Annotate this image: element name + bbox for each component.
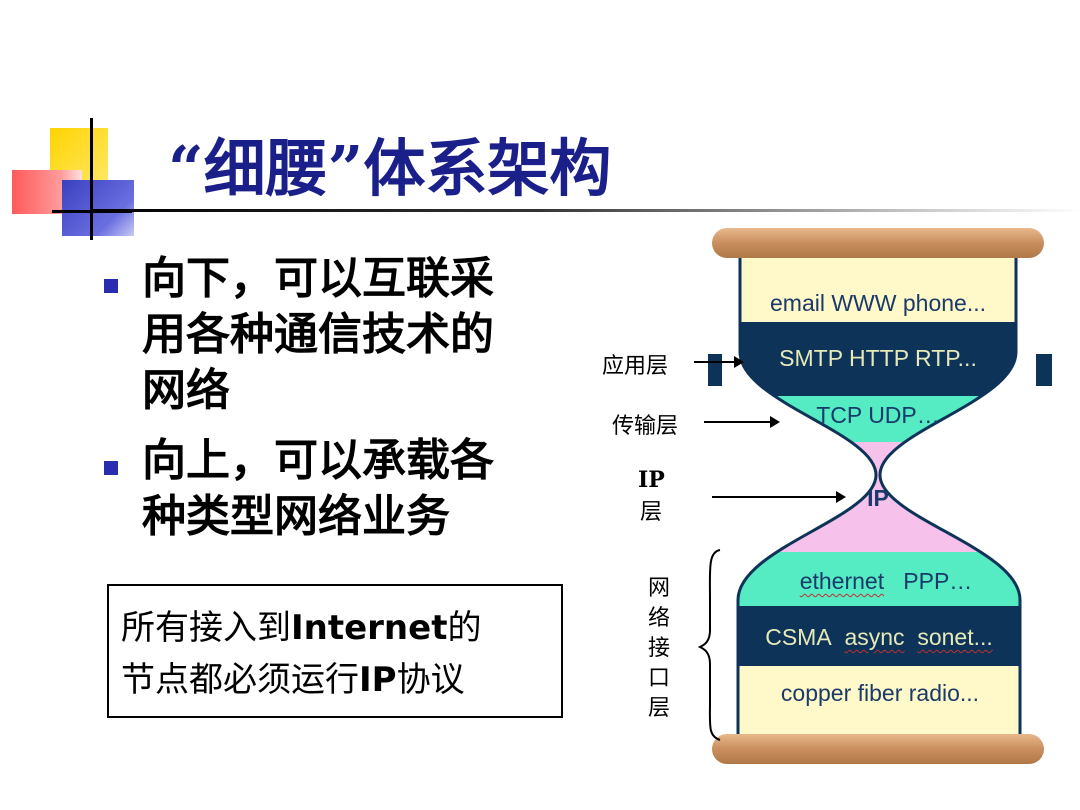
layer-app-proto-text: SMTP HTTP RTP... (779, 345, 977, 371)
layer-app-text: email WWW phone... (770, 290, 986, 316)
layer-app-proto-bg (738, 322, 1020, 396)
layer-mac-async: async (844, 624, 905, 650)
note-bold-internet: Internet (291, 608, 448, 648)
layer-link-ethernet: ethernet (799, 568, 885, 594)
label-link-char: 接 (647, 636, 670, 661)
layer-transport-text: TCP UDP… (816, 402, 940, 428)
layer-mac-text: CSMA async sonet... (738, 624, 1020, 651)
bullet-2: 向上，可以承载各 种类型网络业务 (142, 433, 562, 545)
note-text: 协议 (396, 660, 465, 700)
layer-ip-text: IP (867, 485, 889, 511)
label-ip-layer-line-2: 层 (639, 500, 662, 525)
decor-blue-square (62, 180, 134, 236)
note-text: 的 (447, 608, 482, 648)
bullet-1-line-2: 用各种通信技术的 (142, 309, 494, 360)
hourglass-left-tab (708, 354, 722, 386)
label-ip-layer-line-1: IP (638, 467, 665, 493)
label-link-char: 络 (647, 606, 670, 631)
label-link-char: 层 (647, 696, 670, 721)
hourglass-left-outline (736, 258, 878, 738)
note-line-1: 所有接入到Internet的 (121, 602, 551, 654)
layer-mac-bg (738, 606, 1020, 666)
layer-physical-bg (738, 666, 1020, 738)
bullet-1-line-1: 向下，可以互联采 (142, 253, 494, 304)
hourglass-right-outline (878, 258, 1022, 738)
note-box: 所有接入到Internet的 节点都必须运行IP协议 (107, 584, 563, 718)
label-application-layer: 应用层 (602, 354, 669, 379)
arrow-head (734, 356, 744, 368)
brace-link-layer (697, 549, 721, 741)
label-transport-layer: 传输层 (612, 414, 679, 439)
note-line-2: 节点都必须运行IP协议 (121, 654, 551, 706)
hourglass-top-cap (712, 228, 1044, 258)
label-link-char: 网 (647, 576, 670, 601)
layer-link-bg (738, 552, 1020, 606)
layer-app-bg (738, 258, 1020, 322)
decor-vertical-line (90, 118, 93, 240)
note-text: 所有接入到 (121, 608, 291, 648)
hourglass-right-tab (1036, 354, 1052, 386)
hourglass-bottom-cap (712, 734, 1044, 764)
bullet-1: 向下，可以互联采 用各种通信技术的 网络 (142, 251, 562, 419)
layer-physical-text: copper fiber radio... (780, 680, 980, 706)
bullet-2-line-1: 向上，可以承载各 (142, 435, 494, 486)
bullet-1-line-3: 网络 (142, 365, 230, 416)
bullet-2-line-2: 种类型网络业务 (142, 491, 450, 542)
label-link-layer: 网 络 接 口 层 (646, 574, 672, 724)
layer-mac-csma: CSMA (765, 624, 832, 650)
layer-link-text: ethernet PPP… (748, 568, 1024, 595)
title-underline (92, 209, 1080, 212)
bullet-marker (104, 279, 118, 293)
slide-title: “细腰”体系架构 (168, 132, 612, 205)
arrow-head (770, 416, 780, 428)
label-link-char: 口 (647, 666, 670, 691)
note-text: 节点都必须运行 (121, 660, 359, 700)
layer-link-ppp: PPP… (903, 568, 973, 594)
layer-mac-sonet: sonet... (917, 624, 993, 650)
note-bold-ip: IP (359, 660, 397, 700)
bullet-marker (104, 461, 118, 475)
arrow-head (836, 491, 846, 503)
